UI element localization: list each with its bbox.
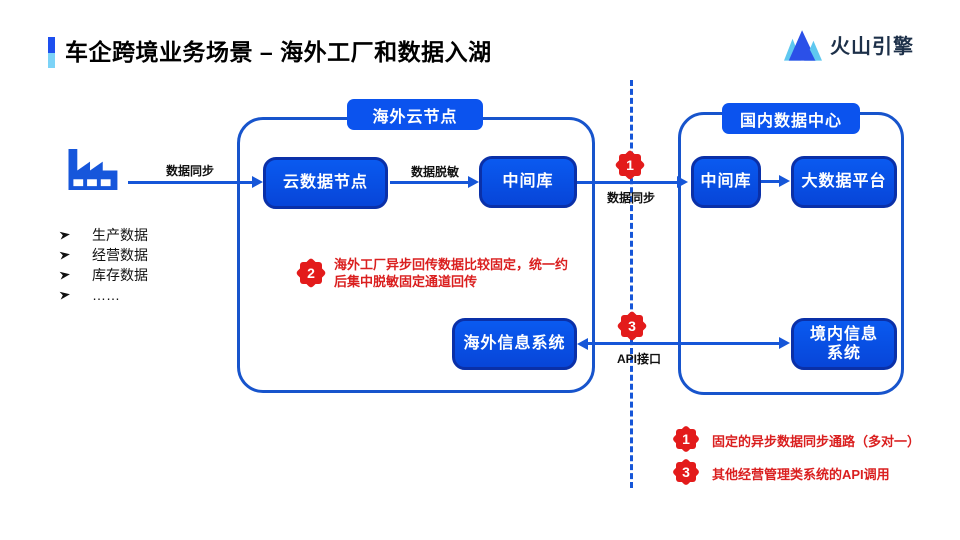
badge-1-icon: 1 [614,149,646,181]
label-factory-sync: 数据同步 [165,164,214,178]
node-middle-db-overseas: 中间库 [479,156,577,208]
arrowhead-right-icon [468,176,479,188]
overseas-cloud-header: 海外云节点 [347,99,483,130]
arrow-api-call [588,342,780,345]
label-desensitize: 数据脱敏 [410,165,459,179]
title-accent-bar [48,37,55,68]
legend-badge-1-icon: 1 [671,424,701,454]
arrow-cloudnode-to-middledb [390,181,468,184]
badge-3-icon: 3 [616,310,648,342]
legend-badge-3-icon: 3 [671,457,701,487]
legend-item-1: 固定的异步数据同步通路（多对一） [712,434,921,449]
domestic-datacenter-header: 国内数据中心 [722,103,860,134]
list-item: …… [60,286,148,303]
list-item: 库存数据 [60,266,148,283]
note-async-return: 海外工厂异步回传数据比较固定，统一约 后集中脱敏固定通道回传 [334,257,569,289]
arrow-bullet-icon [59,289,70,300]
badge-2-icon: 2 [295,257,327,289]
data-source-list: 生产数据 经营数据 库存数据 …… [60,226,148,306]
label-api: API接口 [616,352,661,366]
arrowhead-right-icon [779,175,790,187]
page-title: 车企跨境业务场景 – 海外工厂和数据入湖 [65,39,492,65]
arrow-factory-to-cloudnode [128,181,252,184]
list-item: 生产数据 [60,226,148,243]
node-middle-db-domestic: 中间库 [691,156,761,208]
brand-name: 火山引擎 [830,36,914,58]
node-big-data-platform: 大数据平台 [791,156,897,208]
node-overseas-info-system: 海外信息系统 [452,318,577,370]
arrow-bullet-icon [59,249,70,260]
arrow-bullet-icon [59,229,70,240]
arrow-cross-border-sync [577,181,677,184]
arrowhead-right-icon [677,176,688,188]
node-cloud-data-node: 云数据节点 [263,157,388,209]
border-divider-dashed-line [630,80,633,488]
volcano-mountain-icon [784,30,822,61]
arrow-bullet-icon [59,269,70,280]
list-item: 经营数据 [60,246,148,263]
node-domestic-info-system: 境内信息系统 [791,318,897,370]
arrowhead-right-icon [252,176,263,188]
legend-item-3: 其他经营管理类系统的API调用 [712,467,890,482]
arrowhead-right-icon [779,337,790,349]
arrowhead-left-icon [577,338,588,350]
label-cross-border-sync: 数据同步 [606,191,655,205]
brand-logo: 火山引擎 [784,28,914,61]
arrow-middledb-to-platform [761,180,781,183]
factory-icon [68,148,118,191]
